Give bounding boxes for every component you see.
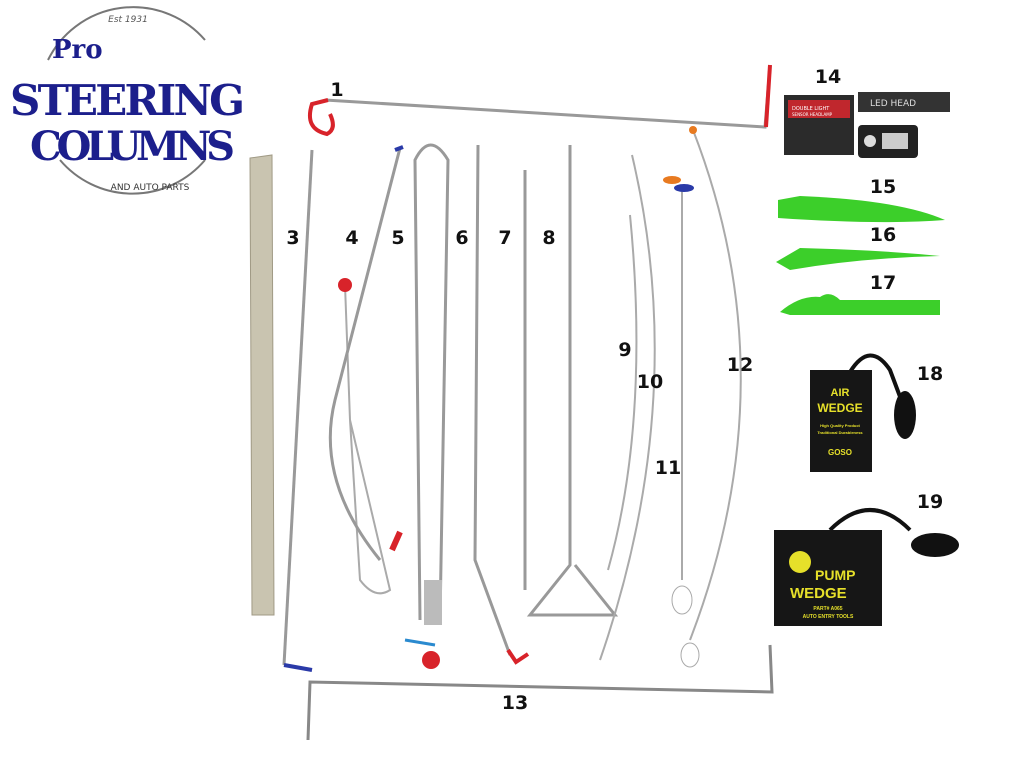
- headlamp-kit: DOUBLE LIGHT SENSOR HEADLAMP LED HEAD: [784, 92, 950, 158]
- tool-6: [404, 143, 450, 669]
- headlamp-strap-text: LED HEAD: [870, 99, 916, 109]
- wedge-17: [780, 294, 940, 315]
- tool-4: [338, 278, 403, 595]
- headlamp-box-subtitle: SENSOR HEADLAMP: [792, 112, 833, 117]
- pump-wedge-19: PUMP WEDGE PART# A065 AUTO ENTRY TOOLS: [774, 508, 959, 626]
- logo-line1: Pro: [52, 35, 103, 65]
- logo-line3: Columns: [30, 123, 235, 170]
- logo-tagline: and Auto Parts: [111, 183, 190, 193]
- pump-wedge-line1: PUMP: [815, 567, 855, 583]
- tool-9: [526, 145, 619, 617]
- label-6: 6: [455, 227, 469, 249]
- label-19: 19: [916, 491, 944, 513]
- pump-wedge-tag: AUTO ENTRY TOOLS: [803, 614, 854, 620]
- air-wedge-line3: High Quality Product: [820, 423, 860, 428]
- label-13: 13: [501, 692, 529, 714]
- label-12: 12: [726, 354, 754, 376]
- tool-12b: [680, 126, 742, 668]
- wedge-16: [776, 248, 940, 270]
- label-16: 16: [869, 224, 897, 246]
- tool-13: [306, 644, 774, 741]
- air-wedge-line4: Traditional Durableness: [817, 430, 863, 435]
- label-15: 15: [869, 176, 897, 198]
- slim-jim-tool: [249, 154, 275, 616]
- tool-12: [663, 176, 694, 615]
- label-4: 4: [345, 227, 359, 249]
- label-10: 10: [636, 371, 664, 393]
- label-8: 8: [542, 227, 556, 249]
- label-11: 11: [654, 457, 682, 479]
- air-wedge-line1: AIR: [831, 387, 850, 399]
- label-7: 7: [498, 227, 512, 249]
- headlamp-box-title: DOUBLE LIGHT: [792, 106, 830, 112]
- pump-wedge-part: PART# A065: [813, 606, 842, 612]
- tool-5: [328, 145, 404, 561]
- brand-logo: Est 1931 Pro Steering Columns and Auto P…: [10, 6, 245, 195]
- air-wedge-line2: WEDGE: [817, 401, 862, 415]
- air-wedge-brand: GOSO: [828, 448, 852, 457]
- logo-line2: Steering: [10, 76, 245, 125]
- wedge-15: [778, 196, 945, 223]
- label-14: 14: [814, 66, 842, 88]
- label-18: 18: [916, 363, 944, 385]
- label-5: 5: [391, 227, 405, 249]
- tool-3: [282, 149, 314, 672]
- tool-11: [599, 154, 656, 661]
- air-wedge-18: AIR WEDGE High Quality Product Tradition…: [810, 353, 916, 472]
- tool-10: [607, 214, 638, 571]
- label-9: 9: [618, 339, 632, 361]
- tool-7: [473, 144, 530, 665]
- tool-1-long-reach: [307, 64, 772, 137]
- label-3: 3: [286, 227, 300, 249]
- label-1: 1: [330, 79, 344, 101]
- logo-est: Est 1931: [108, 15, 148, 25]
- pump-wedge-line2: WEDGE: [790, 585, 847, 602]
- label-17: 17: [869, 272, 897, 294]
